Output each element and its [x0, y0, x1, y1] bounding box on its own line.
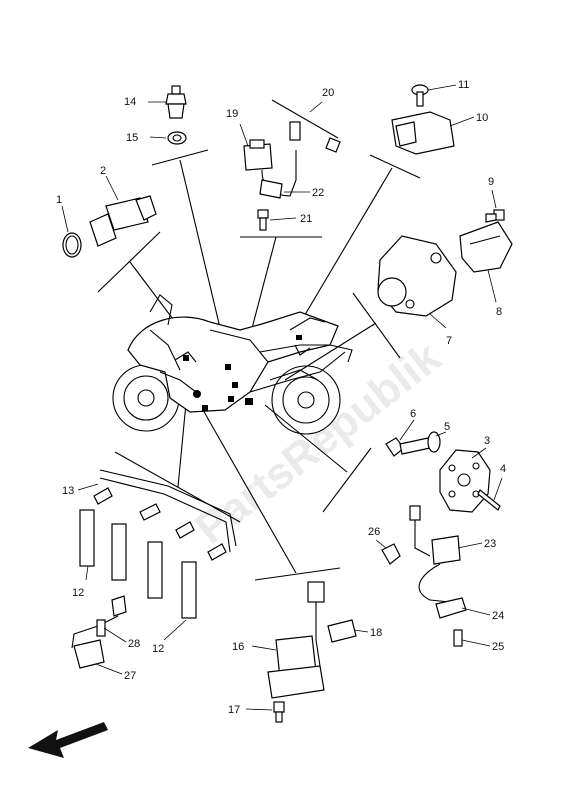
bolt-part-21 [257, 209, 269, 231]
callout-12b: 12 [152, 643, 164, 655]
washer-part-5 [427, 431, 441, 453]
screw-part-11 [411, 84, 429, 107]
bolt-part-28 [96, 619, 106, 637]
callout-2: 2 [100, 165, 106, 177]
callout-19: 19 [226, 108, 238, 120]
callout-28: 28 [128, 638, 140, 650]
callout-24: 24 [492, 610, 504, 622]
callout-10: 10 [476, 112, 488, 124]
temperature-sensor-part [89, 195, 157, 247]
dowel-pin-part [477, 489, 501, 511]
front-direction-arrow-icon [28, 722, 108, 758]
callout-5: 5 [444, 421, 450, 433]
motorcycle-illustration [112, 294, 353, 435]
callout-20: 20 [322, 87, 334, 99]
callout-6: 6 [410, 408, 416, 420]
clamp-part-18 [327, 619, 357, 643]
solenoid-unit-part [267, 581, 325, 699]
speed-sensor-part [243, 99, 341, 197]
pickup-rotor-part [439, 449, 491, 513]
callout-7: 7 [446, 335, 452, 347]
callout-1: 1 [56, 194, 62, 206]
callout-27: 27 [124, 670, 136, 682]
bolt-part-25 [453, 629, 463, 647]
ignition-harness-part [93, 469, 237, 561]
clip-part-26 [381, 543, 401, 565]
sensor-bracket-part [459, 221, 513, 273]
crank-position-sensor-part [409, 505, 461, 603]
callout-labels: 1 2 3 4 5 6 7 8 9 10 11 12 12 13 14 15 1… [56, 79, 506, 716]
pressure-sensor-part [391, 111, 455, 155]
bolt-part-6 [385, 437, 431, 457]
ignition-coils-part [79, 509, 197, 619]
callout-18: 18 [370, 627, 382, 639]
clamp-part [259, 179, 283, 199]
callout-26: 26 [368, 526, 380, 538]
callout-13: 13 [62, 485, 74, 497]
callout-8: 8 [496, 306, 502, 318]
bolt-part-17 [273, 701, 285, 723]
callout-16: 16 [232, 641, 244, 653]
o-ring-part [62, 232, 82, 258]
clamp-part-24 [435, 597, 467, 619]
callout-25: 25 [492, 641, 504, 653]
neutral-switch-part [165, 85, 187, 119]
callout-4: 4 [500, 463, 506, 475]
callout-23: 23 [484, 538, 496, 550]
callout-leaders [61, 84, 503, 711]
cam-sensor-part [71, 595, 127, 669]
callout-14: 14 [124, 96, 136, 108]
washer-part [167, 131, 187, 145]
callout-11: 11 [458, 79, 469, 91]
callout-17: 17 [228, 704, 240, 716]
callout-3: 3 [484, 435, 490, 447]
callout-21: 21 [300, 213, 312, 225]
bolt-part-9 [485, 209, 505, 223]
throttle-position-sensor-part [377, 235, 457, 317]
callout-22: 22 [312, 187, 324, 199]
callout-12a: 12 [72, 587, 84, 599]
callout-15: 15 [126, 132, 138, 144]
callout-9: 9 [488, 176, 494, 188]
